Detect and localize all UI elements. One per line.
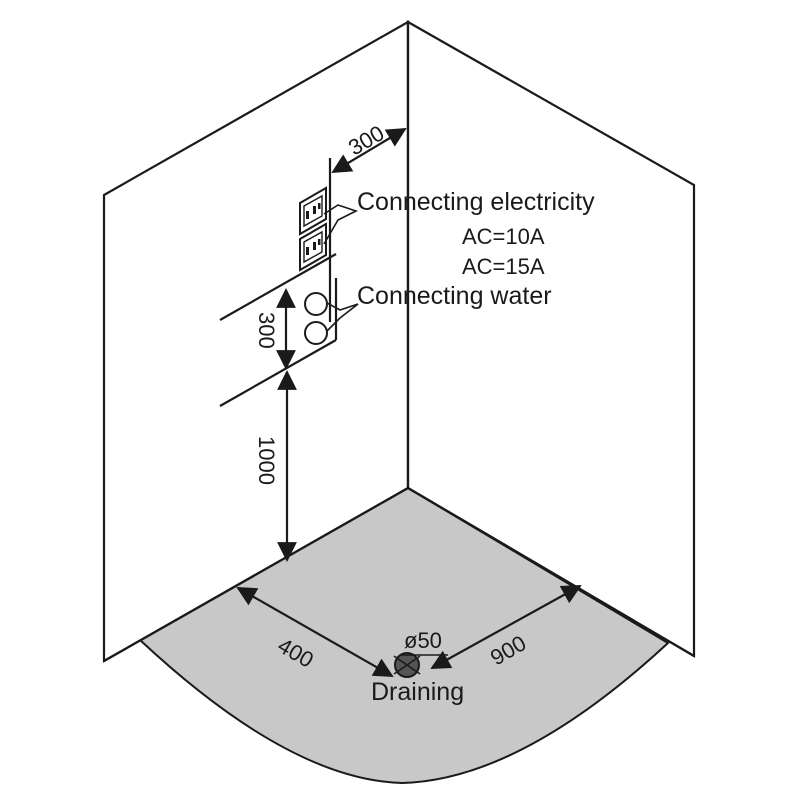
drain-diameter-label: ø50	[404, 628, 442, 653]
left-floor-arrow	[236, 587, 394, 677]
top-offset-arrow	[331, 127, 407, 174]
connecting-electricity-label: Connecting electricity	[357, 188, 595, 216]
socket-lower	[299, 222, 327, 272]
ac-15a-label: AC=15A	[462, 254, 545, 279]
socket-upper	[299, 186, 327, 236]
water-spacing-value: 300	[254, 312, 279, 349]
connecting-water-label: Connecting water	[357, 282, 552, 310]
water-connection-lower	[304, 321, 328, 345]
right-floor-arrow	[430, 585, 582, 669]
water-connection-upper	[304, 292, 328, 316]
water-line-upper	[219, 253, 337, 321]
draining-label: Draining	[371, 678, 464, 706]
water-leader	[326, 302, 359, 332]
shower-floor	[138, 486, 670, 785]
ac-10a-label: AC=10A	[462, 224, 545, 249]
water-height-value: 1000	[254, 436, 279, 485]
electricity-leader	[323, 204, 359, 245]
